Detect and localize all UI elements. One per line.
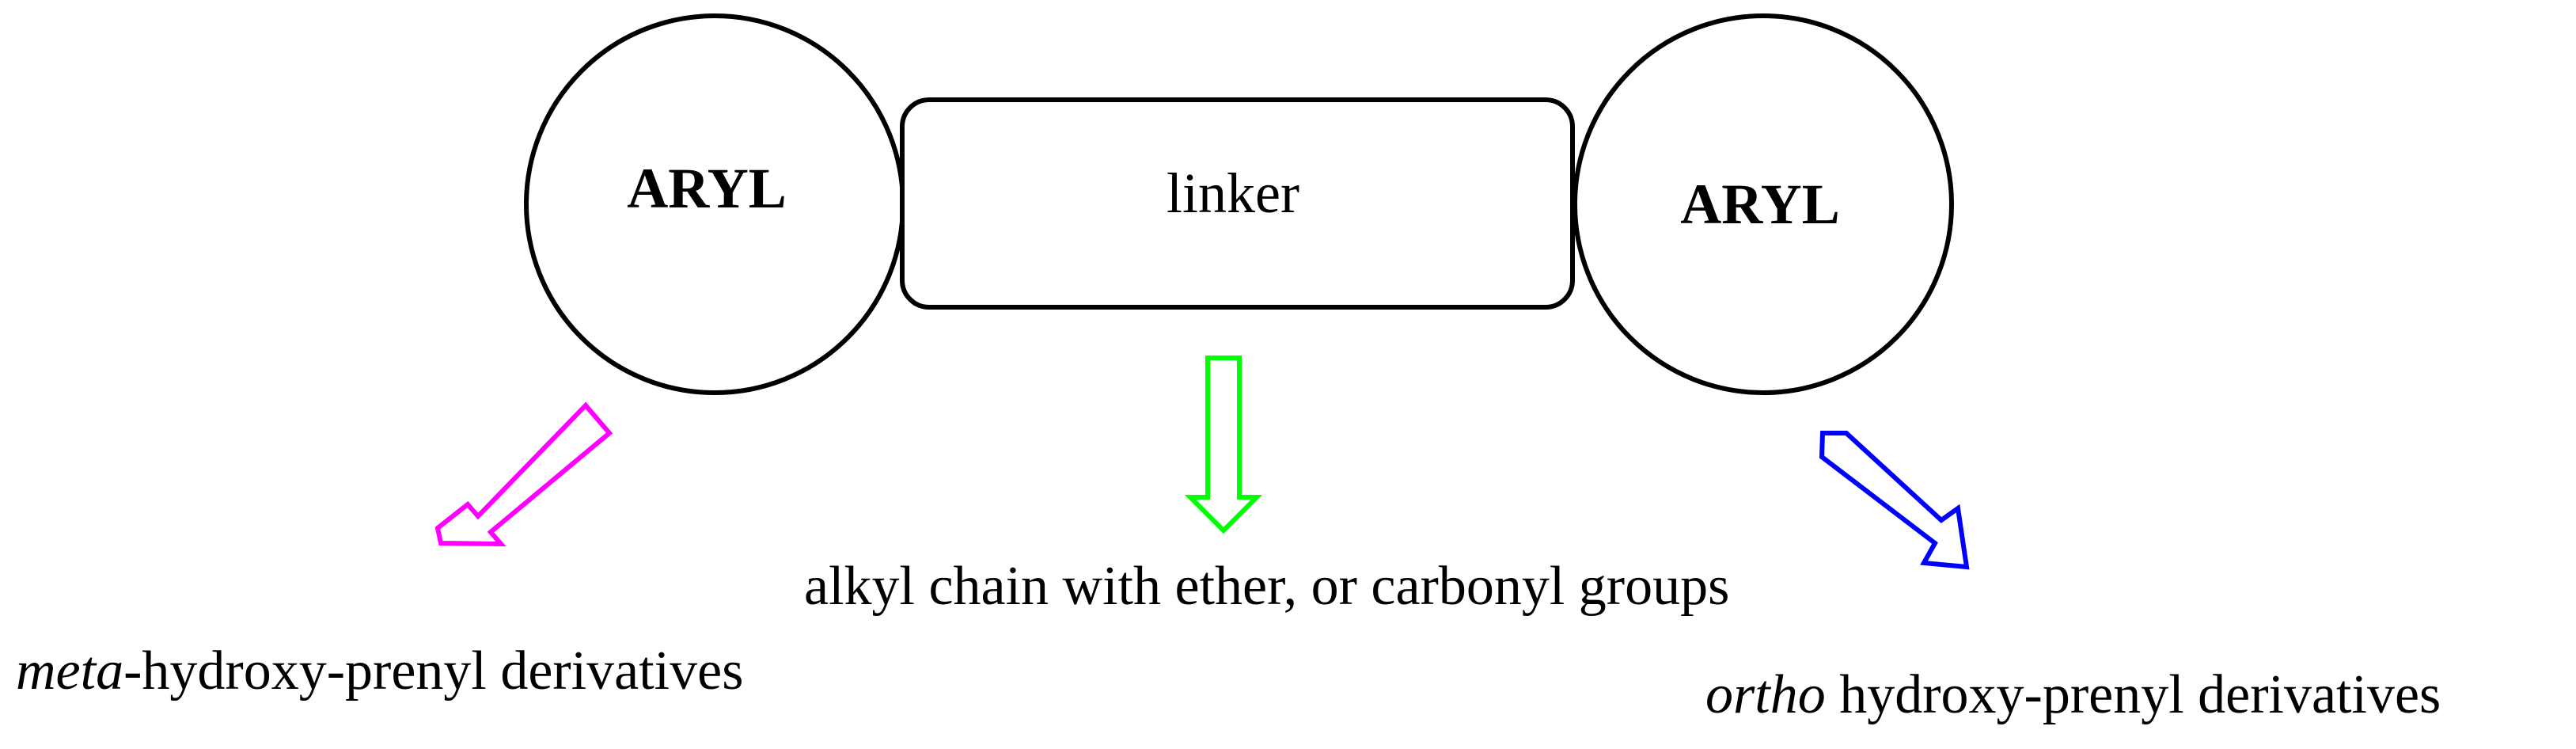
annotation-right-italic: ortho xyxy=(1705,664,1826,725)
annotation-left-text: -hydroxy-prenyl derivatives xyxy=(123,641,743,701)
annotation-right-text: hydroxy-prenyl derivatives xyxy=(1826,664,2441,725)
linker-label: linker xyxy=(1167,162,1299,225)
linker-box xyxy=(900,97,1575,310)
linker-node: linker xyxy=(900,97,1575,310)
aryl-label-right: ARYL xyxy=(1680,173,1839,236)
arrow-center-icon xyxy=(1184,355,1263,534)
aryl-node-left: ARYL xyxy=(524,13,905,395)
arrow-right-icon xyxy=(1819,431,1970,570)
annotation-left: meta-hydroxy-prenyl derivatives xyxy=(16,641,743,701)
annotation-right: ortho hydroxy-prenyl derivatives xyxy=(1705,664,2441,725)
aryl-label-left: ARYL xyxy=(627,157,786,220)
aryl-node-right: ARYL xyxy=(1573,13,1954,395)
aryl-circle-right xyxy=(1573,13,1954,395)
annotation-center: alkyl chain with ether, or carbonyl grou… xyxy=(804,556,1729,617)
arrow-left-icon xyxy=(434,401,613,547)
annotation-left-italic: meta xyxy=(16,641,123,701)
